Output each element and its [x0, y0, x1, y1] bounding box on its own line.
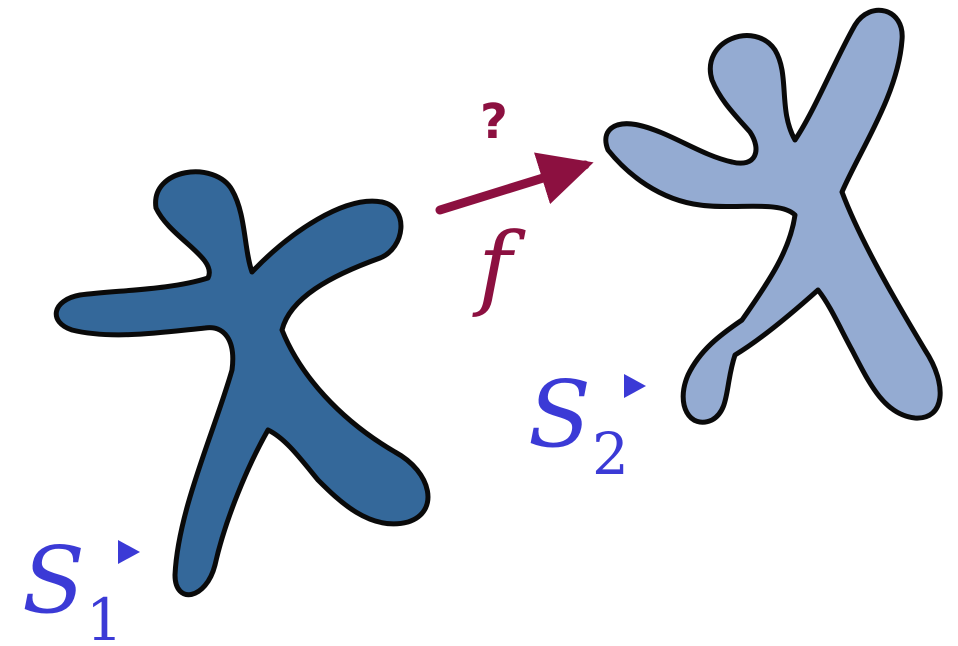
- label-s1: S 1: [22, 527, 140, 646]
- function-label: f: [472, 213, 526, 320]
- shape-s2-body: [603, 7, 943, 425]
- triangle-marker-icon: [118, 540, 140, 564]
- triangle-marker-icon: [624, 374, 646, 398]
- label-s1-subscript: 1: [86, 586, 123, 646]
- label-s2-letter: S: [528, 361, 591, 468]
- label-s1-letter: S: [22, 527, 85, 634]
- label-s2-subscript: 2: [592, 420, 629, 488]
- shape-s1: [53, 169, 431, 598]
- shape-s2: [603, 7, 943, 425]
- mapping-arrow-group: ? f: [435, 94, 594, 320]
- question-mark: ?: [480, 94, 508, 150]
- arrow-right-icon: [435, 152, 594, 215]
- label-s2: S 2: [528, 361, 646, 488]
- shape-s1-body: [53, 169, 431, 598]
